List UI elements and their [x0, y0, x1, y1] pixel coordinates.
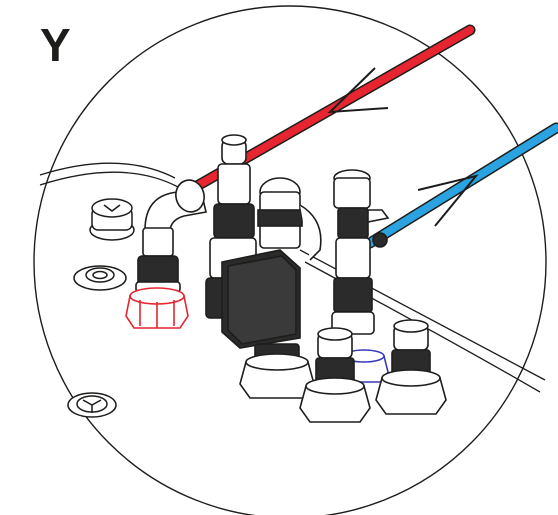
valve-body: [257, 177, 322, 261]
elbow-fitting: [135, 179, 207, 293]
compression-fitting: [89, 198, 135, 241]
vent-outlet: [67, 392, 117, 418]
capped-fitting-right: [375, 319, 447, 415]
isolation-valve: [331, 169, 390, 335]
detail-label: Y: [40, 19, 71, 71]
drain-outlet: [73, 265, 127, 291]
cold-flow-arrow: [417, 174, 479, 227]
capped-fitting-left: [299, 327, 371, 423]
union-connector-hot: [125, 287, 189, 329]
lower-union-left: [239, 343, 315, 399]
motorized-valve: [221, 249, 301, 349]
hot-flow-arrow: [327, 67, 389, 114]
cold-water-pipe: [364, 122, 558, 249]
